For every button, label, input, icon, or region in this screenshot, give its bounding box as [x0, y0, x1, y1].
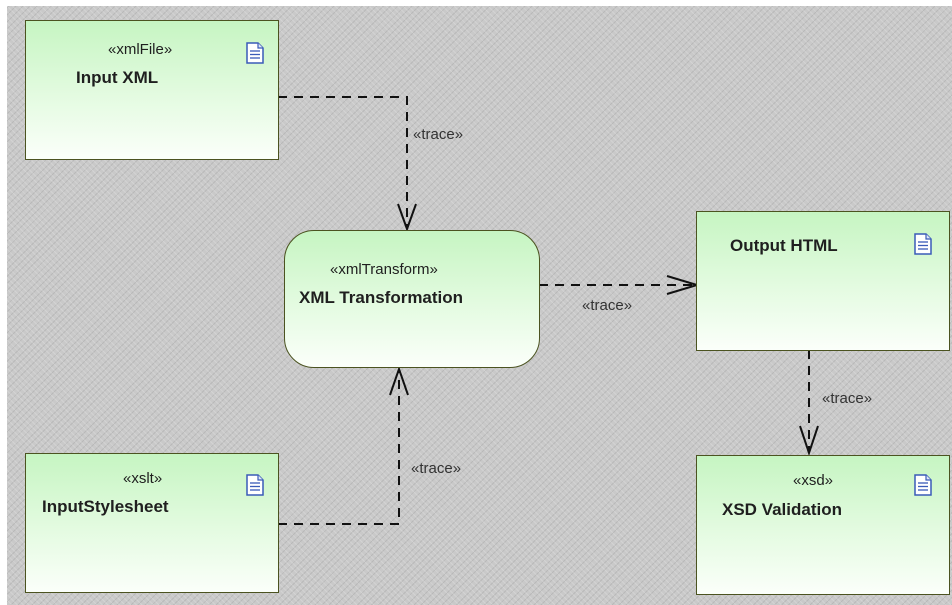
node-title: InputStylesheet	[42, 497, 169, 516]
arrowhead-output-to-xsd	[799, 425, 819, 457]
edge-label-stylesheet-to-transform: «trace»	[411, 460, 462, 477]
node-stereotype: «xmlFile»	[108, 41, 173, 58]
edge-stylesheet-to-transform	[278, 370, 400, 525]
node-input-xml[interactable]: «xmlFile» Input XML	[25, 20, 279, 160]
arrowhead-stylesheet-to-transform	[389, 365, 409, 396]
document-icon	[914, 233, 932, 255]
node-xml-transformation[interactable]: «xmlTransform» XML Transformation	[284, 230, 540, 368]
edge-label-output-to-xsd: «trace»	[822, 390, 873, 407]
node-xsd-validation[interactable]: «xsd» XSD Validation	[696, 455, 950, 595]
document-icon	[246, 474, 264, 496]
node-title: XSD Validation	[722, 500, 842, 519]
arrowhead-input-to-transform	[397, 203, 417, 232]
edge-label-transform-to-output: «trace»	[582, 297, 633, 314]
node-stereotype: «xslt»	[123, 470, 163, 487]
node-title: Input XML	[76, 68, 159, 87]
node-input-stylesheet[interactable]: «xslt» InputStylesheet	[25, 453, 279, 593]
canvas-frame-top	[0, 0, 952, 6]
node-title: Output HTML	[730, 236, 838, 255]
canvas-frame-left	[0, 0, 7, 605]
edge-input-to-transform	[278, 96, 408, 228]
document-icon	[246, 42, 264, 64]
node-stereotype: «xmlTransform»	[330, 261, 438, 278]
node-stereotype: «xsd»	[793, 472, 834, 489]
document-icon	[914, 474, 932, 496]
node-output-html[interactable]: Output HTML	[696, 211, 950, 351]
edge-label-input-to-transform: «trace»	[413, 126, 464, 143]
node-title: XML Transformation	[299, 288, 464, 307]
